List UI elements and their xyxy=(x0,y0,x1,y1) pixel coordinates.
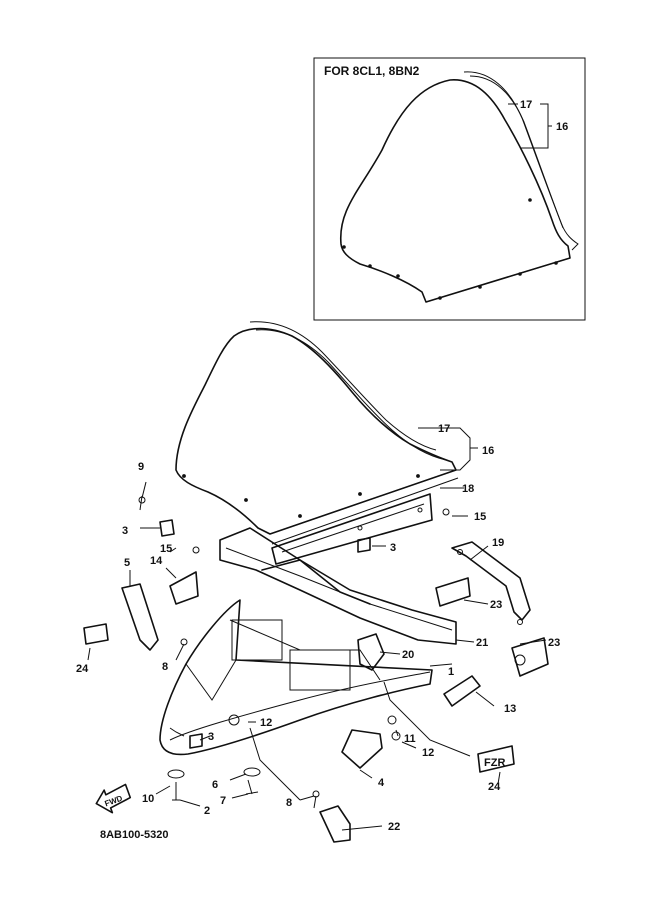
decal-24-left xyxy=(83,623,109,645)
callout-4: 4 xyxy=(378,777,385,789)
callout-15-b: 15 xyxy=(474,511,486,523)
callout-labels: 1 2 3 3 3 4 5 6 7 8 8 9 10 11 12 12 13 1… xyxy=(76,423,560,833)
bracket-20 xyxy=(357,633,385,671)
stay-21 xyxy=(219,527,457,645)
callout-3-c: 3 xyxy=(208,731,214,743)
callout-5: 5 xyxy=(124,557,130,569)
callout-16: 16 xyxy=(482,445,494,457)
inset-windscreen xyxy=(339,71,579,303)
bracket-14 xyxy=(169,571,199,605)
bracket-13 xyxy=(443,675,481,707)
bracket-23-b xyxy=(511,637,549,677)
callout-12-a: 12 xyxy=(260,717,272,729)
callout-20: 20 xyxy=(402,649,414,661)
callout-23-a: 23 xyxy=(490,599,502,611)
callout-3-a: 3 xyxy=(122,525,128,537)
leader-lines xyxy=(87,427,547,831)
callout-7: 7 xyxy=(220,795,226,807)
decal-24-right: FZR xyxy=(477,745,515,773)
callout-23-b: 23 xyxy=(548,637,560,649)
callout-3-b: 3 xyxy=(390,542,396,554)
decal-text: FZR xyxy=(484,757,505,769)
callout-1: 1 xyxy=(448,666,454,678)
bracket-23-a xyxy=(435,577,471,607)
callout-19: 19 xyxy=(492,537,504,549)
stay-22 xyxy=(319,805,351,843)
callout-15-a: 15 xyxy=(160,543,172,555)
inset-callout-17: 17 xyxy=(520,99,532,111)
callout-24-b: 24 xyxy=(488,781,501,793)
bracket-18 xyxy=(271,493,433,565)
bracket-4 xyxy=(341,729,383,769)
callout-22: 22 xyxy=(388,821,400,833)
callout-12-b: 12 xyxy=(422,747,434,759)
callout-14: 14 xyxy=(150,555,163,567)
callout-6: 6 xyxy=(212,779,218,791)
callout-8-b: 8 xyxy=(286,797,292,809)
fasteners xyxy=(138,481,450,809)
callout-18: 18 xyxy=(462,483,474,495)
inset-panel: FOR 8CL1, 8BN2 17 16 xyxy=(313,57,586,321)
inset-title: FOR 8CL1, 8BN2 xyxy=(324,64,420,78)
callout-8-a: 8 xyxy=(162,661,168,673)
callout-21: 21 xyxy=(476,637,488,649)
bracket-19 xyxy=(451,541,531,625)
callout-24-a: 24 xyxy=(76,663,89,675)
inset-callout-16: 16 xyxy=(556,121,568,133)
callout-9: 9 xyxy=(138,461,144,473)
windscreen xyxy=(175,321,459,545)
callout-10: 10 xyxy=(142,793,154,805)
cowling-1 xyxy=(159,599,433,756)
diagram-code: 8AB100-5320 xyxy=(100,829,169,841)
callout-11: 11 xyxy=(404,733,416,745)
callout-17: 17 xyxy=(438,423,450,435)
callout-2: 2 xyxy=(204,805,210,817)
fwd-arrow-icon: FWD xyxy=(95,783,132,814)
stay-5 xyxy=(121,583,159,651)
callout-13: 13 xyxy=(504,703,516,715)
